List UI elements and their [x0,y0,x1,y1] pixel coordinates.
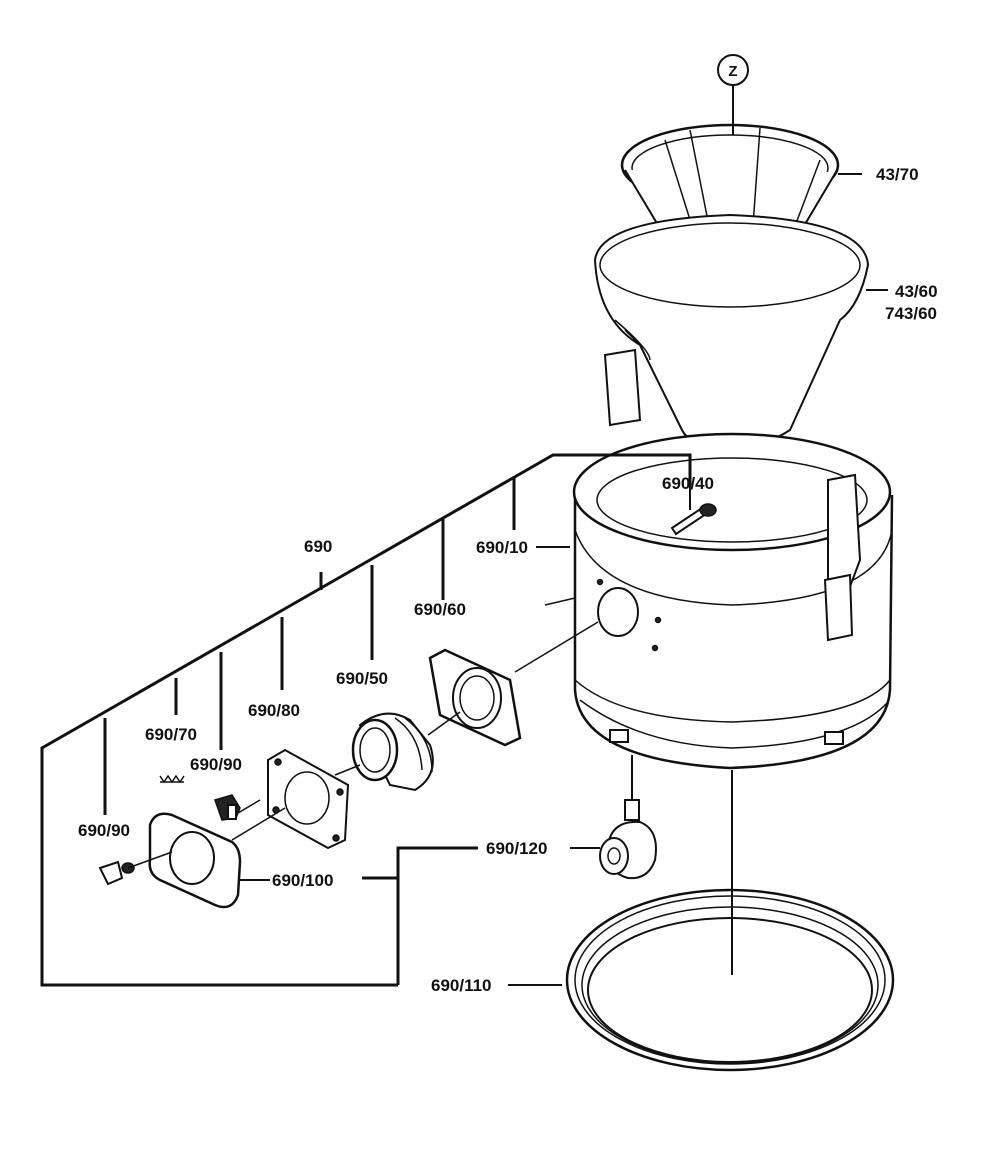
label-43-70: 43/70 [876,165,919,184]
leader-lines [240,84,888,986]
callout-z: Z [717,54,749,86]
latch-690-90-lower [98,860,135,886]
label-690-80: 690/80 [248,701,300,720]
cover-690-100 [148,812,242,909]
coupling-690-50 [351,712,434,792]
label-690: 690 [304,537,332,556]
label-690-100: 690/100 [272,871,333,890]
container-690-10 [572,348,894,770]
seal-ring-690-110 [565,770,895,1072]
spring-690-70 [159,774,185,784]
label-690-90-upper: 690/90 [190,755,242,774]
label-690-40: 690/40 [662,474,714,493]
castor-690-120 [599,755,657,880]
assembly-690-bracket [40,453,692,987]
filter-bag-43-60 [593,213,870,450]
label-743-60: 743/60 [885,304,937,323]
label-690-90-lower: 690/90 [78,821,130,840]
label-690-10: 690/10 [476,538,528,557]
label-43-60: 43/60 [895,282,938,301]
label-690-70: 690/70 [145,725,197,744]
label-690-120: 690/120 [486,839,547,858]
flange-690-60 [428,648,522,747]
screw-690-40 [670,503,717,536]
latch-690-90-upper [214,794,241,821]
gasket-690-80 [267,748,350,850]
callout-z-label: Z [728,63,737,80]
assembly-axis-lines [127,597,599,869]
label-690-110: 690/110 [431,976,492,995]
label-690-60: 690/60 [414,600,466,619]
part-labels: 43/70 43/60 743/60 690/40 690 690/10 690… [78,165,938,995]
label-690-50: 690/50 [336,669,388,688]
